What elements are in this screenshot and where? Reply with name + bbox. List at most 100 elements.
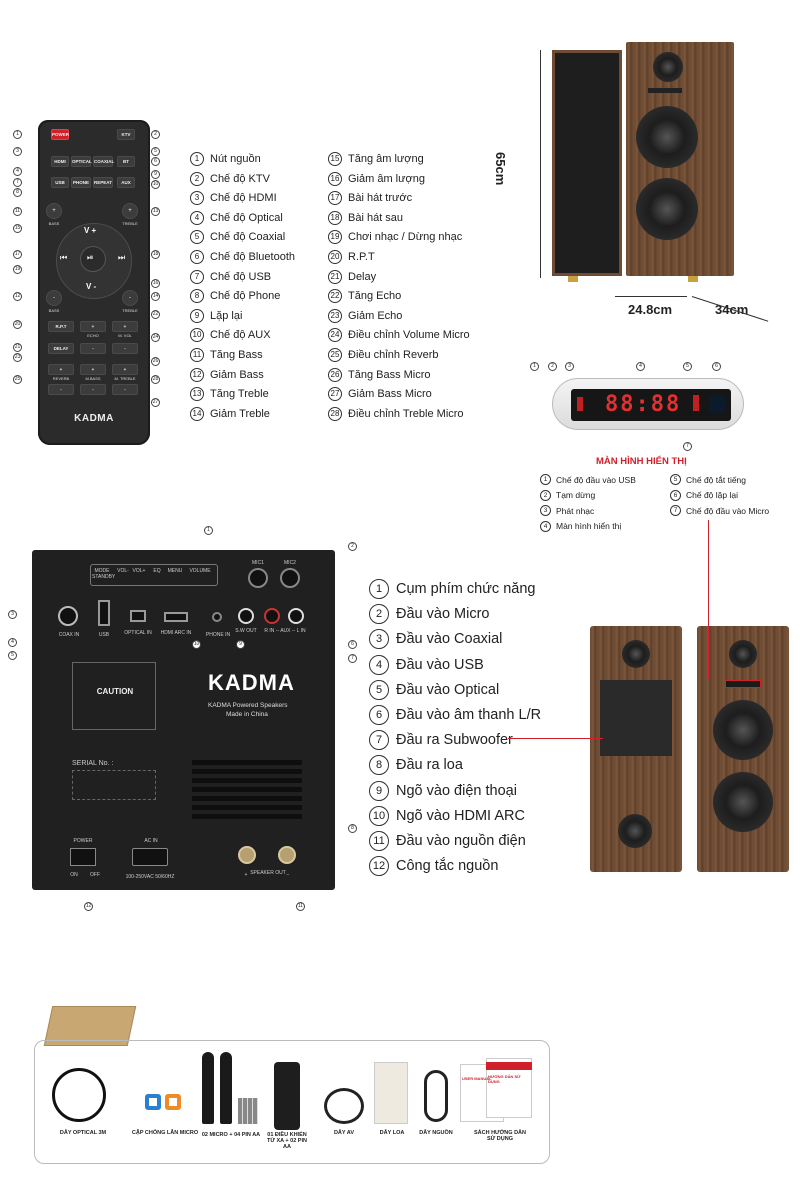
panel-callout: 1 bbox=[204, 526, 213, 535]
optical-button[interactable]: OPTICAL bbox=[71, 156, 92, 167]
panel-callout: 11 bbox=[296, 902, 305, 911]
speaker-out-plus[interactable] bbox=[238, 846, 256, 864]
mic-treble-up-button[interactable]: + bbox=[112, 364, 138, 375]
next-icon[interactable]: ⏭ bbox=[118, 253, 126, 262]
legend-number: 1 bbox=[540, 474, 551, 485]
legend-text: Tạm dừng bbox=[556, 490, 596, 500]
legend-text: Đầu ra Subwoofer bbox=[396, 732, 513, 749]
treble-label-2: TREBLE bbox=[122, 308, 138, 313]
minus-label: − bbox=[286, 872, 290, 878]
echo-down-button[interactable]: - bbox=[80, 343, 106, 354]
aux-label: R IN -- AUX -- L IN bbox=[264, 628, 306, 634]
legend-text: Chế độ AUX bbox=[210, 329, 271, 342]
phone-button[interactable]: PHONE bbox=[71, 177, 91, 188]
remote-callout: 17 bbox=[13, 250, 22, 259]
ktv-button[interactable]: KTV bbox=[117, 129, 135, 140]
reverb-up-button[interactable]: + bbox=[48, 364, 74, 375]
box-item-label: DÂY AV bbox=[333, 1130, 355, 1136]
play-pause-button[interactable] bbox=[80, 246, 106, 272]
bass-label-2: BASS bbox=[48, 308, 60, 313]
rpt-button[interactable]: R.P.T bbox=[48, 321, 74, 332]
remote-callout: 27 bbox=[151, 398, 160, 407]
prev-icon[interactable]: ⏮ bbox=[60, 253, 68, 262]
phone-port[interactable] bbox=[212, 612, 222, 622]
volume-up-label[interactable]: V + bbox=[84, 226, 97, 235]
delay-button[interactable]: DELAY bbox=[48, 343, 74, 354]
sw-out-port[interactable] bbox=[238, 608, 254, 624]
legend-number: 18 bbox=[328, 210, 342, 225]
bass-down-button[interactable]: - bbox=[46, 290, 62, 306]
height-dimension-label: 65cm bbox=[493, 152, 508, 186]
legend-text: Chơi nhạc / Dừng nhạc bbox=[348, 231, 463, 244]
box-item-label: CẶP CHỐNG LĂN MICRO bbox=[131, 1130, 199, 1136]
optical-port[interactable] bbox=[130, 610, 146, 622]
mic2-port[interactable] bbox=[280, 568, 300, 588]
legend-number: 12 bbox=[369, 856, 389, 877]
legend-text: Chế độ lặp lại bbox=[686, 490, 738, 500]
display-callout: 5 bbox=[683, 362, 692, 371]
legend-text: Giảm Echo bbox=[348, 309, 403, 322]
usb-button[interactable]: USB bbox=[51, 177, 69, 188]
serial-box bbox=[72, 770, 156, 800]
treble-down-button[interactable]: - bbox=[122, 290, 138, 306]
legend-text: Nút nguồn bbox=[210, 153, 261, 165]
legend-text: Lặp lại bbox=[210, 309, 243, 322]
speaker-back-view bbox=[590, 626, 682, 878]
legend-text: Giảm Treble bbox=[210, 407, 270, 420]
mic-bass-up-button[interactable]: + bbox=[80, 364, 106, 375]
aux-l-port[interactable] bbox=[288, 608, 304, 624]
legend-text: Giảm Bass Micro bbox=[348, 388, 432, 401]
repeat-button[interactable]: REPEAT bbox=[93, 177, 113, 188]
coaxial-button[interactable]: COAXIAL bbox=[93, 156, 114, 167]
ac-socket[interactable] bbox=[132, 848, 168, 866]
mvol-label: M. VOL bbox=[118, 333, 132, 338]
mic1-port[interactable] bbox=[248, 568, 268, 588]
back-panel: MODE STANDBY VOL- VOL+ EQ MENU VOLUME MI… bbox=[32, 550, 335, 890]
echo-up-button[interactable]: + bbox=[80, 321, 106, 332]
aux-r-port[interactable] bbox=[264, 608, 280, 624]
legend-text: Giảm âm lượng bbox=[348, 172, 425, 185]
off-label: OFF bbox=[90, 872, 100, 878]
panel-brand-logo: KADMA bbox=[208, 670, 295, 695]
remote-callout: 22 bbox=[151, 310, 160, 319]
reverb-down-button[interactable]: - bbox=[48, 384, 74, 395]
usb-port[interactable] bbox=[98, 600, 110, 626]
hdmi-port[interactable] bbox=[164, 612, 188, 622]
legend-number: 22 bbox=[328, 289, 342, 304]
volume-down-label[interactable]: V - bbox=[86, 282, 97, 291]
mic-vol-down-button[interactable]: - bbox=[112, 343, 138, 354]
key-vol-down: VOL- bbox=[117, 568, 129, 574]
coax-port[interactable] bbox=[58, 606, 78, 626]
legend-number: 4 bbox=[540, 520, 551, 532]
optical-label: OPTICAL IN bbox=[124, 630, 152, 636]
width-line bbox=[615, 296, 687, 297]
bass-up-button[interactable]: + bbox=[46, 203, 62, 219]
remote-callout: 18 bbox=[151, 250, 160, 259]
display-callout: 4 bbox=[636, 362, 645, 371]
mic-treble-down-button[interactable]: - bbox=[112, 384, 138, 395]
usb-label: USB bbox=[98, 632, 110, 638]
function-keys[interactable] bbox=[90, 564, 218, 586]
panel-brand-sub1: KADMA Powered Speakers bbox=[208, 702, 288, 709]
power-switch[interactable] bbox=[70, 848, 96, 866]
display-callout: 6 bbox=[712, 362, 721, 371]
treble-up-button[interactable]: + bbox=[122, 203, 138, 219]
bt-button[interactable]: BT bbox=[117, 156, 135, 167]
legend-text: R.P.T bbox=[348, 251, 375, 263]
legend-number: 5 bbox=[190, 230, 204, 245]
legend-number: 11 bbox=[369, 831, 389, 851]
speaker-out-minus[interactable] bbox=[278, 846, 296, 864]
hdmi-button[interactable]: HDMI bbox=[51, 156, 69, 167]
mic-bass-down-button[interactable]: - bbox=[80, 384, 106, 395]
power-button[interactable]: POWER bbox=[51, 129, 69, 140]
aux-button[interactable]: AUX bbox=[117, 177, 135, 188]
remote-callout: 7 bbox=[13, 178, 22, 187]
manual-image: HƯỚNG DẪN SỬ DỤNG USER MANUAL bbox=[460, 1058, 534, 1124]
mic-vol-up-button[interactable]: + bbox=[112, 321, 138, 332]
